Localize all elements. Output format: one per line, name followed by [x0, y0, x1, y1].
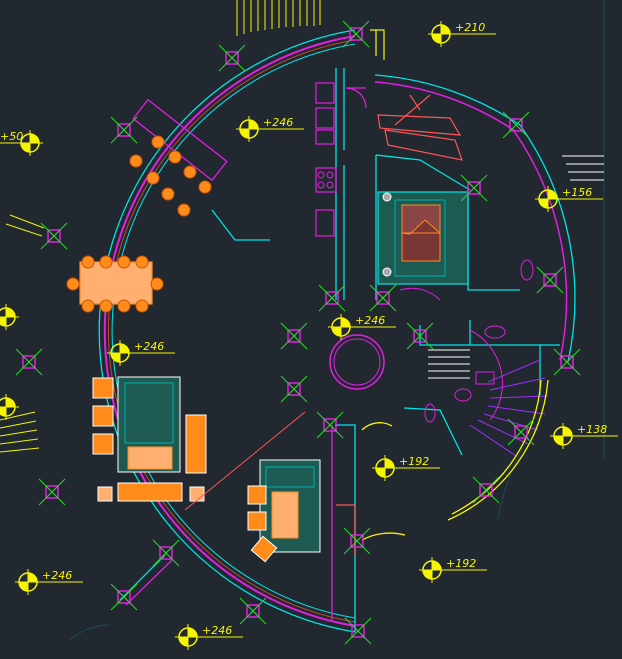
level-marker: +192 [371, 454, 440, 482]
svg-text:+246: +246 [202, 624, 232, 637]
stair-steps [428, 349, 470, 379]
level-marker [0, 303, 20, 331]
level-marker: +246 [174, 623, 243, 651]
level-marker: +138 [549, 422, 618, 450]
level-marker: +192 [418, 556, 487, 584]
svg-text:+192: +192 [399, 455, 429, 468]
level-marker: +156 [534, 185, 603, 213]
central-circle [329, 334, 385, 390]
top-right-entry [370, 29, 385, 60]
spiral-stair [469, 329, 549, 457]
svg-text:+246: +246 [42, 569, 72, 582]
sculpture-room [345, 87, 463, 161]
bathrooms [424, 259, 534, 423]
svg-text:+246: +246 [263, 116, 293, 129]
right-stair-lines [562, 155, 604, 181]
level-marker: +246 [106, 339, 175, 367]
svg-text:+246: +246 [134, 340, 164, 353]
svg-text:+50: +50 [0, 130, 23, 143]
interior-walls [119, 68, 560, 632]
curved-railing [361, 379, 549, 541]
living-set-left [92, 376, 207, 502]
level-marker: +246 [235, 115, 304, 143]
svg-text:+246: +246 [355, 314, 385, 327]
diagonal-table [129, 98, 228, 217]
level-marker: +50 [0, 129, 44, 157]
svg-text:+138: +138 [577, 423, 607, 436]
top-stair-lines [236, 0, 321, 36]
living-set-right [184, 411, 321, 563]
level-marker: +246 [14, 568, 83, 596]
background-linework [69, 0, 605, 641]
kitchen-counter [315, 82, 337, 237]
bedroom [377, 191, 469, 301]
outer-wall [98, 29, 576, 633]
level-markers: +210 +246 +246 +156 +246 +138 +192 +192 … [0, 20, 618, 651]
svg-text:+156: +156 [562, 186, 592, 199]
svg-text:+192: +192 [446, 557, 476, 570]
svg-text:+210: +210 [455, 21, 485, 34]
level-marker: +210 [427, 20, 496, 48]
level-marker: +246 [327, 313, 396, 341]
dining-table [66, 255, 164, 313]
